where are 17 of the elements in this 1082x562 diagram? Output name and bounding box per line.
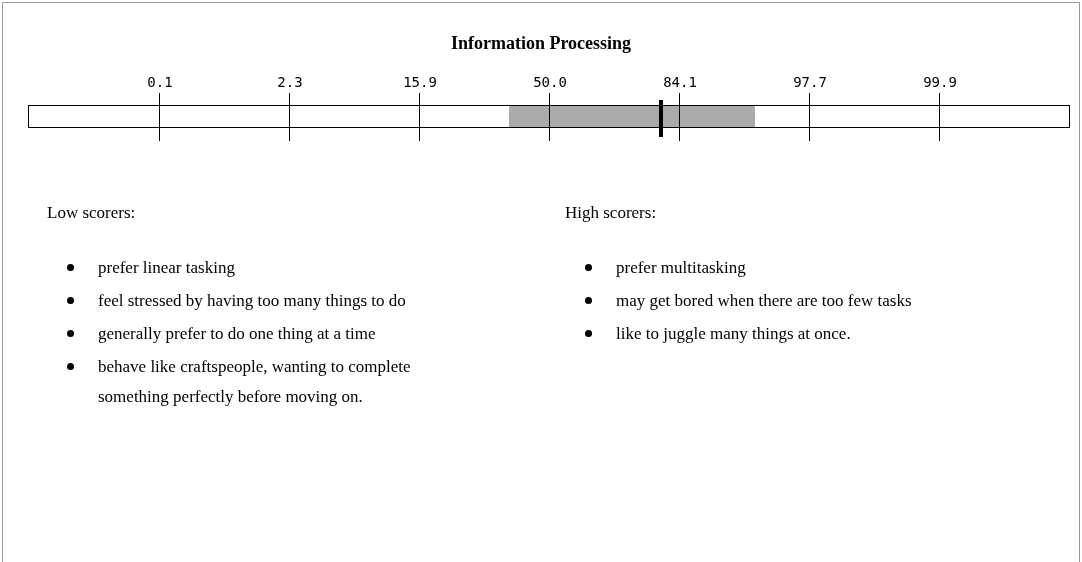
column-heading: High scorers:: [565, 202, 657, 224]
list-item: may get bored when there are too few tasks: [616, 290, 913, 312]
column-heading: Low scorers:: [47, 202, 136, 224]
list-item: prefer linear tasking: [98, 257, 236, 279]
tick-label: 0.1: [146, 74, 174, 90]
tick-label: 2.3: [276, 74, 304, 90]
title: Information Processing: [449, 32, 633, 55]
list-item: generally prefer to do one thing at a time: [98, 323, 377, 345]
tick-label: 99.9: [922, 74, 958, 90]
list-item: prefer multitasking: [616, 257, 747, 279]
list-item: behave like craftspeople, wanting to complete something perfectly before moving on.: [98, 356, 412, 408]
list-item: feel stressed by having too many things to do: [98, 290, 407, 312]
tick-label: 84.1: [662, 74, 698, 90]
list-item: like to juggle many things at once.: [616, 323, 852, 345]
tick-label: 15.9: [402, 74, 438, 90]
tick-label: 50.0: [532, 74, 568, 90]
tick-label: 97.7: [792, 74, 828, 90]
